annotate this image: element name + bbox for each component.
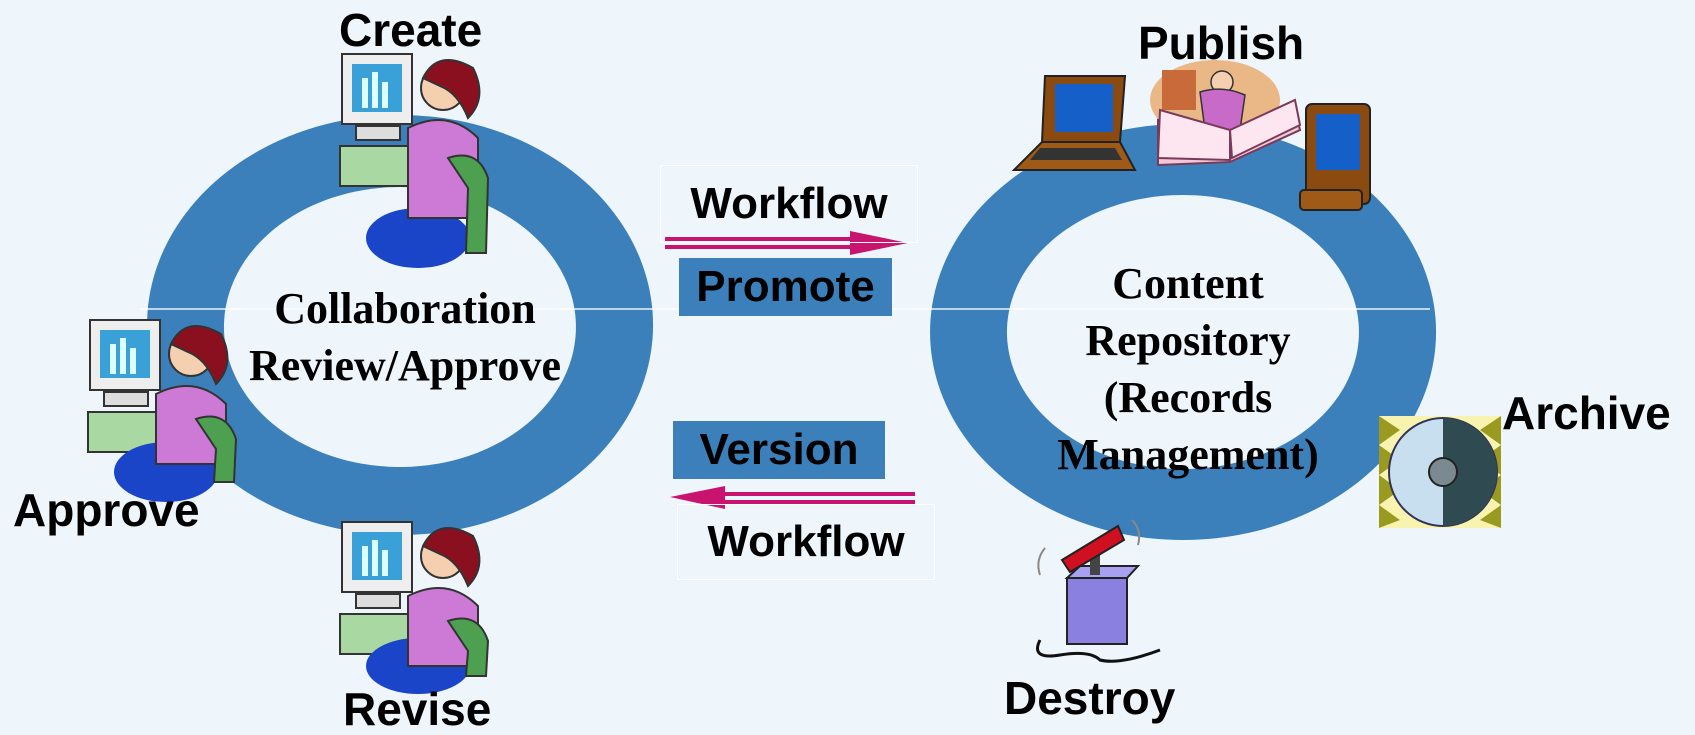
- create-person-icon: [339, 53, 490, 268]
- collaboration-line: Collaboration: [274, 284, 536, 333]
- repository-line-4: Management): [1057, 430, 1319, 479]
- review-approve-line: Review/Approve: [248, 341, 562, 390]
- back-workflow-label: Workflow: [677, 504, 935, 580]
- collaboration-ring: [147, 115, 654, 535]
- create-label: Create: [339, 4, 483, 56]
- repository-line-3: (Records: [1103, 373, 1273, 422]
- laptop-icon: [1011, 75, 1137, 171]
- destroy-plunger-icon: [1036, 519, 1161, 663]
- approve-person-icon: [87, 319, 238, 502]
- revise-label: Revise: [343, 683, 492, 735]
- archive-label: Archive: [1502, 387, 1671, 439]
- repository-ring: [930, 124, 1437, 541]
- forward-arrow: [665, 231, 908, 255]
- promote-label: Promote: [679, 258, 892, 316]
- destroy-label: Destroy: [1004, 672, 1176, 724]
- publish-label: Publish: [1138, 17, 1305, 69]
- approve-label: Approve: [13, 484, 200, 536]
- backward-arrow: [670, 486, 915, 509]
- collaboration-center-label: Collaboration Review/Approve: [225, 280, 585, 394]
- forward-workflow-label: Workflow: [660, 165, 918, 243]
- repository-center-label: Content Repository (Records Management): [1018, 255, 1358, 483]
- archive-disc-icon: [1379, 416, 1501, 528]
- repository-line-1: Content: [1112, 259, 1264, 308]
- open-book-reader-icon: [1150, 60, 1302, 167]
- pda-icon: [1299, 103, 1371, 211]
- revise-person-icon: [339, 521, 490, 694]
- version-label: Version: [673, 421, 885, 479]
- repository-line-2: Repository: [1085, 316, 1291, 365]
